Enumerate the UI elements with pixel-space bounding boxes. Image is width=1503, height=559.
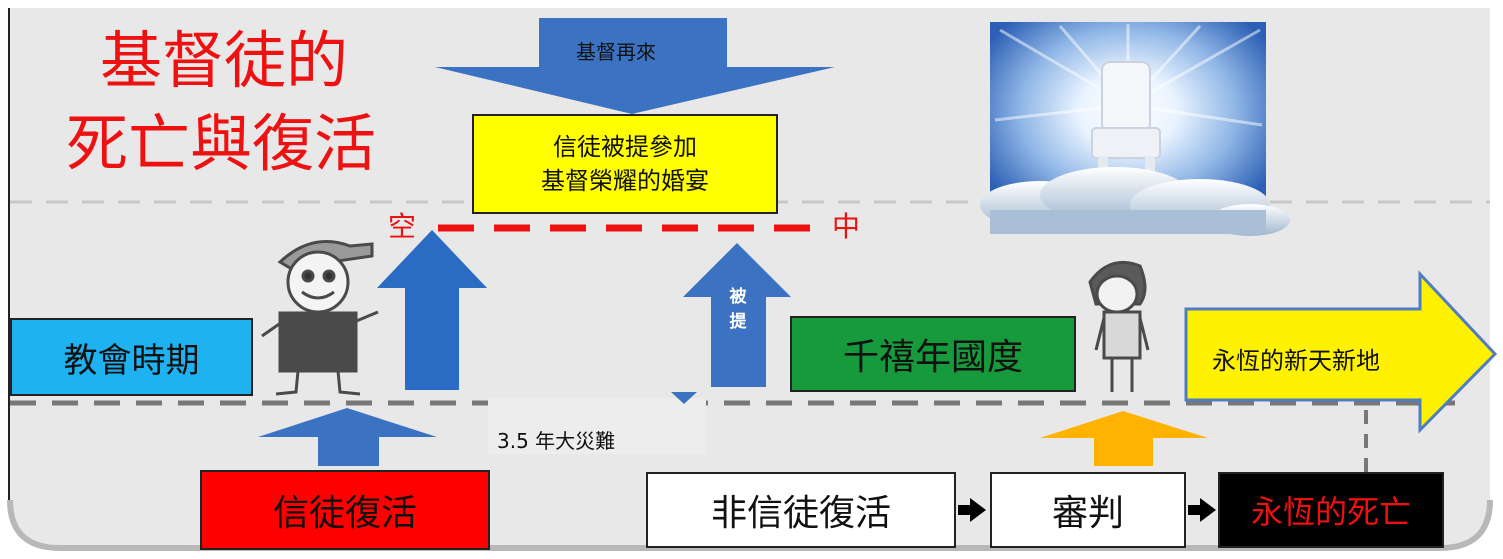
second-coming-arrow [435, 18, 835, 114]
diagram-title-line1: 基督徒的 [100, 24, 349, 97]
millennium-box: 千禧年國度 [790, 316, 1076, 392]
rapture-feast-line1: 信徒被提參加 [553, 133, 697, 161]
eternal-death-label: 永恆的死亡 [1250, 493, 1411, 531]
believer-resurrection-arrow [258, 408, 437, 466]
tribulation-box [488, 398, 706, 454]
church-period-box: 教會時期 [10, 318, 253, 396]
rapture-feast-line2: 基督榮耀的婚宴 [541, 167, 709, 195]
judgment-box: 審判 [990, 472, 1186, 548]
judgment-up-arrow [1040, 411, 1208, 466]
second-coming-label: 基督再來 [576, 40, 656, 64]
rapture-feast-box: 信徒被提參加 基督榮耀的婚宴 [472, 114, 778, 214]
raptured-arrow [683, 243, 791, 387]
air-label-right: 中 [832, 210, 861, 243]
cartoon-girl-icon [1088, 261, 1150, 392]
nonbeliever-resurrection-box: 非信徒復活 [646, 472, 956, 548]
throne-in-clouds-image [980, 22, 1290, 236]
black-arrow-icon [958, 498, 986, 522]
eternal-death-box: 永恆的死亡 [1218, 472, 1444, 548]
church-period-label: 教會時期 [63, 340, 200, 381]
eternal-label: 永恆的新天新地 [1212, 347, 1380, 375]
black-arrow-icon [1188, 498, 1216, 522]
eternal-arrow [1184, 270, 1498, 434]
air-label-left: 空 [388, 210, 417, 243]
nonbeliever-resurrection-label: 非信徒復活 [710, 493, 891, 534]
millennium-label: 千禧年國度 [842, 337, 1023, 378]
rapture-up-arrow [377, 230, 487, 390]
raptured-label: 被 提 [729, 287, 747, 332]
believer-resurrection-box: 信徒復活 [200, 470, 490, 550]
diagram-title-line2: 死亡與復活 [66, 107, 377, 180]
cartoon-boy-icon [261, 240, 379, 396]
tribulation-label: 3.5 年大災難 [497, 429, 616, 453]
judgment-label: 審判 [1051, 493, 1124, 534]
believer-resurrection-label: 信徒復活 [272, 493, 417, 534]
